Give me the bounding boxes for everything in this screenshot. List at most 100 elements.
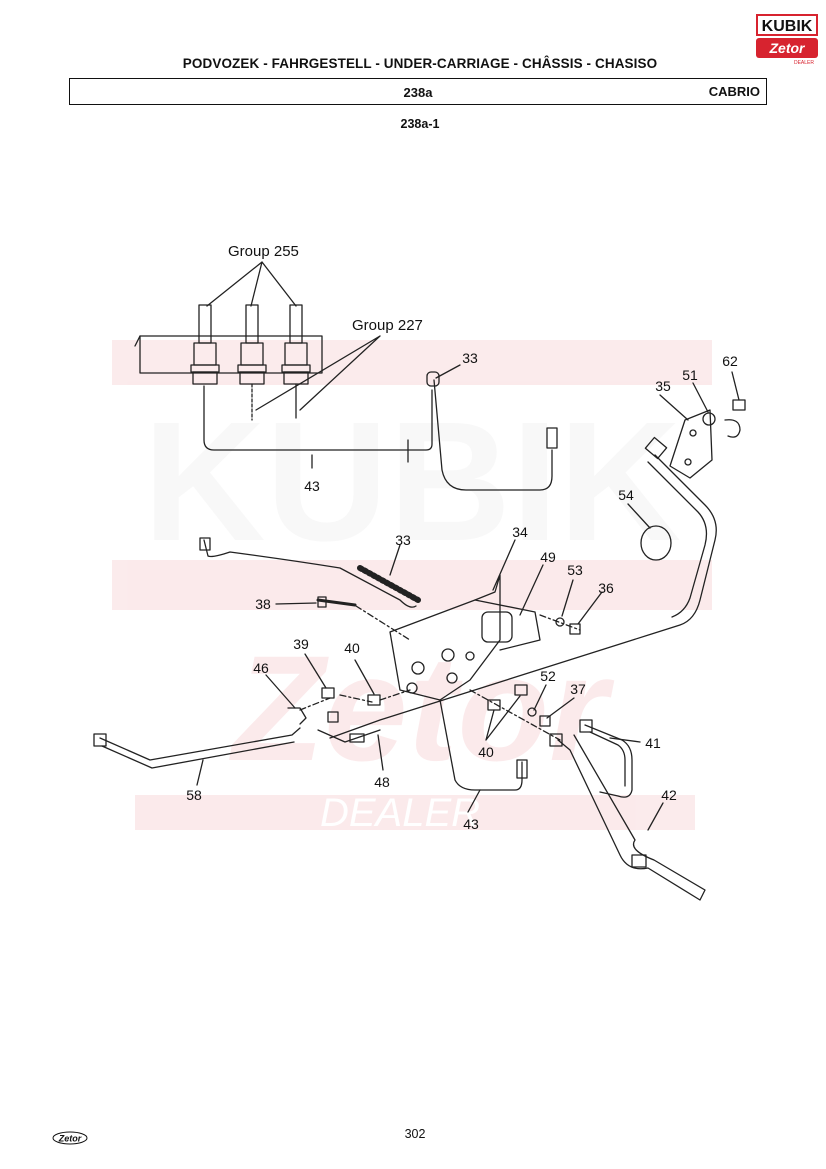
pipe-left-fitting [199, 537, 211, 551]
elbow-46 [287, 707, 307, 725]
variant-label: CABRIO [708, 84, 760, 99]
valve-port-4 [446, 672, 458, 684]
pipe-48-nut [349, 733, 365, 743]
pipe-42-end [631, 854, 647, 868]
fitting-39 [321, 687, 335, 699]
callout-62: 62 [722, 353, 738, 369]
o-ring-54 [640, 525, 672, 561]
washer-52 [527, 707, 537, 717]
watermark-dealer-text: DEALER [320, 791, 480, 835]
leader-54 [627, 503, 651, 529]
leader-42 [647, 802, 664, 831]
valve-port-5 [465, 651, 475, 661]
page-number: 302 [404, 1127, 426, 1141]
leader-40-left [354, 659, 375, 695]
subfigure-number: 238a-1 [400, 117, 440, 131]
pipe-42-fitting [549, 733, 563, 747]
pipe-41-fitting [579, 719, 593, 733]
pipe-58-fitting [93, 733, 107, 747]
logo-white-band [758, 16, 816, 34]
bolt-62 [732, 399, 746, 411]
callout-52: 52 [540, 668, 556, 684]
callout-51: 51 [682, 367, 698, 383]
leader-62 [731, 371, 740, 401]
pipe-58-inner [101, 741, 295, 769]
leader-53 [561, 579, 574, 617]
pipe-long-run-inner [647, 461, 708, 618]
pipe-33-run [433, 379, 553, 491]
bracket-hole-1 [689, 429, 697, 437]
callout-42: 42 [661, 787, 677, 803]
logo-zetor-badge [756, 38, 818, 58]
callout-49: 49 [540, 549, 556, 565]
pipe-left-upper [203, 539, 417, 608]
clip-62 [724, 419, 741, 438]
callout-34: 34 [512, 524, 528, 540]
label-group-255: Group 255 [228, 243, 299, 260]
leader-35 [659, 394, 689, 421]
leader-39 [304, 653, 327, 689]
callout-43-top: 43 [304, 478, 320, 494]
valve-cylinder [481, 611, 513, 643]
group-227-leaders [255, 335, 381, 411]
leader-46 [265, 674, 296, 709]
page-title: PODVOZEK - FAHRGESTELL - UNDER-CARRIAGE … [182, 56, 658, 71]
callout-46: 46 [253, 660, 269, 676]
leader-40-right [485, 695, 521, 741]
valve-port-1 [411, 661, 425, 675]
callout-37: 37 [570, 681, 586, 697]
spiral-hose-33 [357, 565, 421, 603]
nut-36 [569, 623, 581, 635]
brake-valve-assembly [389, 574, 541, 701]
callout-33-top: 33 [462, 350, 478, 366]
callout-41: 41 [645, 735, 661, 751]
callout-43-low: 43 [463, 816, 479, 832]
fitting-axis-right [469, 689, 561, 741]
watermark-kubik-text: KUBIK [143, 387, 681, 577]
valve-port-3 [406, 682, 418, 694]
callout-54: 54 [618, 487, 634, 503]
pipe-41 [584, 724, 633, 798]
logo-zetor-text: Zetor [769, 40, 807, 56]
fitting-axis-left [299, 689, 411, 711]
pipe-long-run [329, 454, 717, 739]
leader-52 [533, 684, 547, 711]
pipe-41-inner [589, 731, 626, 787]
pipe-58 [99, 727, 301, 761]
leader-33-top [435, 364, 461, 379]
footer-logo-oval [52, 1131, 88, 1145]
pipe-43-lower [439, 699, 523, 791]
valve-body-49 [474, 599, 541, 651]
leader-33-mid [389, 544, 401, 576]
bracket-35 [669, 409, 713, 479]
bolt-38 [316, 598, 357, 607]
callout-40-right: 40 [478, 744, 494, 760]
bracket-hole-2 [684, 458, 692, 466]
watermark-zetor-text: Zetor [229, 624, 616, 792]
leader-48 [377, 734, 384, 771]
group-bar: 238a CABRIO [69, 78, 767, 105]
pipe-48 [317, 729, 381, 743]
fitting-1 [190, 304, 220, 385]
valve-port-2 [441, 648, 455, 662]
group-number: 238a [403, 85, 433, 100]
leader-58 [196, 759, 204, 786]
washer-51 [702, 412, 716, 426]
leader-36 [577, 591, 603, 625]
callout-33-mid: 33 [395, 532, 411, 548]
group-255-leaders [206, 261, 297, 307]
leader-43-low [467, 789, 481, 813]
fitting-40-left [367, 694, 381, 706]
label-group-227: Group 227 [352, 317, 423, 334]
leader-34 [492, 539, 516, 591]
bolt-38-head [317, 596, 327, 608]
watermark-mid-band [112, 560, 712, 610]
callout-36: 36 [598, 580, 614, 596]
footer-zetor-logo: Zetor [52, 1131, 88, 1145]
leader-49 [519, 564, 544, 616]
pipe-43-lower-fitting [516, 759, 528, 779]
hose-clamp-33 [426, 371, 440, 387]
callout-58: 58 [186, 787, 202, 803]
washer-53 [555, 617, 565, 627]
